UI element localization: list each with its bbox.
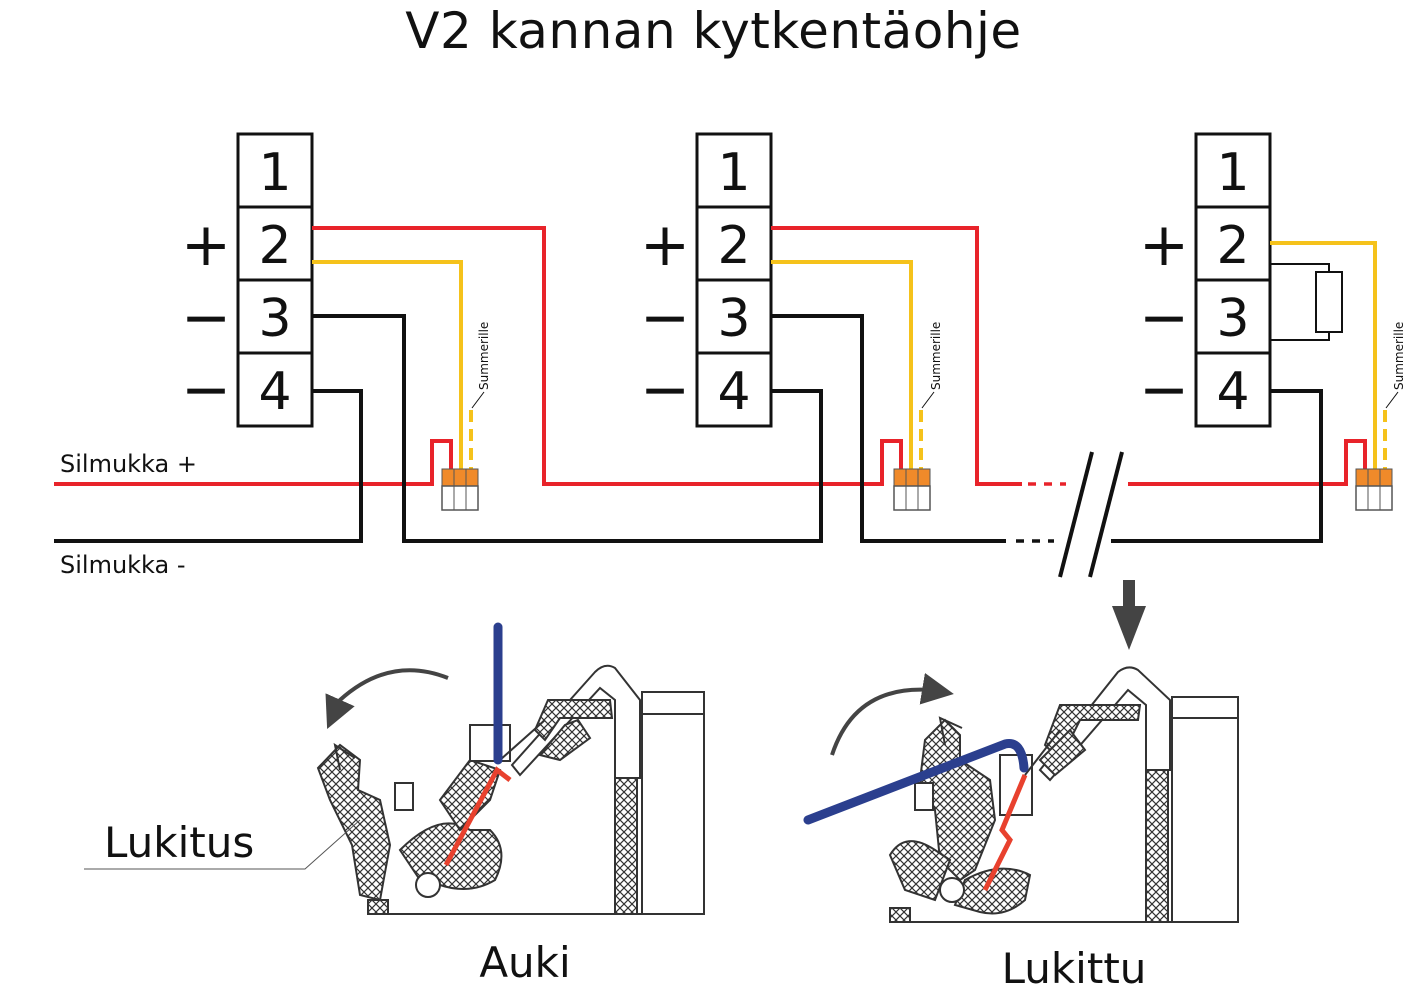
detector-base-2: 1 2 3 4 + − − — [640, 132, 773, 428]
loop-plus-label: Silmukka + — [60, 450, 197, 478]
terminal-3: 3 — [1216, 289, 1249, 349]
buzzer-label-2: Summerille — [921, 322, 943, 409]
loop-minus-label: Silmukka - — [60, 551, 186, 579]
svg-text:Summerille: Summerille — [1392, 322, 1406, 390]
terminal-3: 3 — [717, 289, 750, 349]
terminal-block: 1 2 3 4 — [1194, 132, 1272, 428]
base-mechanism-locked — [803, 666, 1239, 923]
terminal-block: 1 2 3 4 — [236, 132, 314, 428]
end-of-line-resistor — [1270, 263, 1343, 341]
buzzer-label-1: Summerille — [471, 322, 491, 409]
terminal-3: 3 — [258, 289, 291, 349]
page-title: V2 kannan kytkentäohje — [405, 2, 1022, 60]
terminal-1: 1 — [1216, 143, 1249, 203]
plus-sign: + — [640, 210, 690, 280]
terminal-2: 2 — [717, 216, 750, 276]
terminal-block: 1 2 3 4 — [695, 132, 773, 428]
terminal-2: 2 — [258, 216, 291, 276]
terminal-1: 1 — [717, 143, 750, 203]
locked-state-label: Lukittu — [1002, 944, 1147, 993]
down-arrow-icon — [1112, 580, 1146, 650]
wire-connector-1 — [441, 468, 479, 511]
terminal-4: 4 — [1216, 362, 1249, 422]
terminal-2: 2 — [1216, 216, 1249, 276]
minus-sign: − — [181, 355, 231, 425]
minus-sign: − — [1139, 283, 1189, 353]
buzzer-label-3: Summerille — [1385, 322, 1406, 409]
open-state-label: Auki — [479, 938, 570, 987]
plus-sign: + — [1139, 210, 1189, 280]
terminal-4: 4 — [717, 362, 750, 422]
terminal-1: 1 — [258, 143, 291, 203]
buzzer-wire — [312, 241, 1387, 470]
minus-sign: − — [1139, 355, 1189, 425]
svg-text:Summerille: Summerille — [477, 322, 491, 390]
positive-loop-wire — [54, 226, 1367, 486]
base-mechanism-open — [84, 622, 705, 915]
minus-sign: − — [640, 283, 690, 353]
wire-connector-3 — [1355, 468, 1393, 511]
minus-sign: − — [181, 283, 231, 353]
detector-base-3: 1 2 3 4 + − − — [1139, 132, 1343, 428]
svg-text:Summerille: Summerille — [929, 322, 943, 390]
line-break-symbol — [1058, 451, 1124, 578]
terminal-4: 4 — [258, 362, 291, 422]
minus-sign: − — [640, 355, 690, 425]
lock-label: Lukitus — [104, 818, 254, 867]
detector-base-1: 1 2 3 4 + − − — [181, 132, 314, 428]
negative-loop-wire — [54, 314, 1323, 543]
wire-connector-2 — [893, 468, 931, 511]
plus-sign: + — [181, 210, 231, 280]
